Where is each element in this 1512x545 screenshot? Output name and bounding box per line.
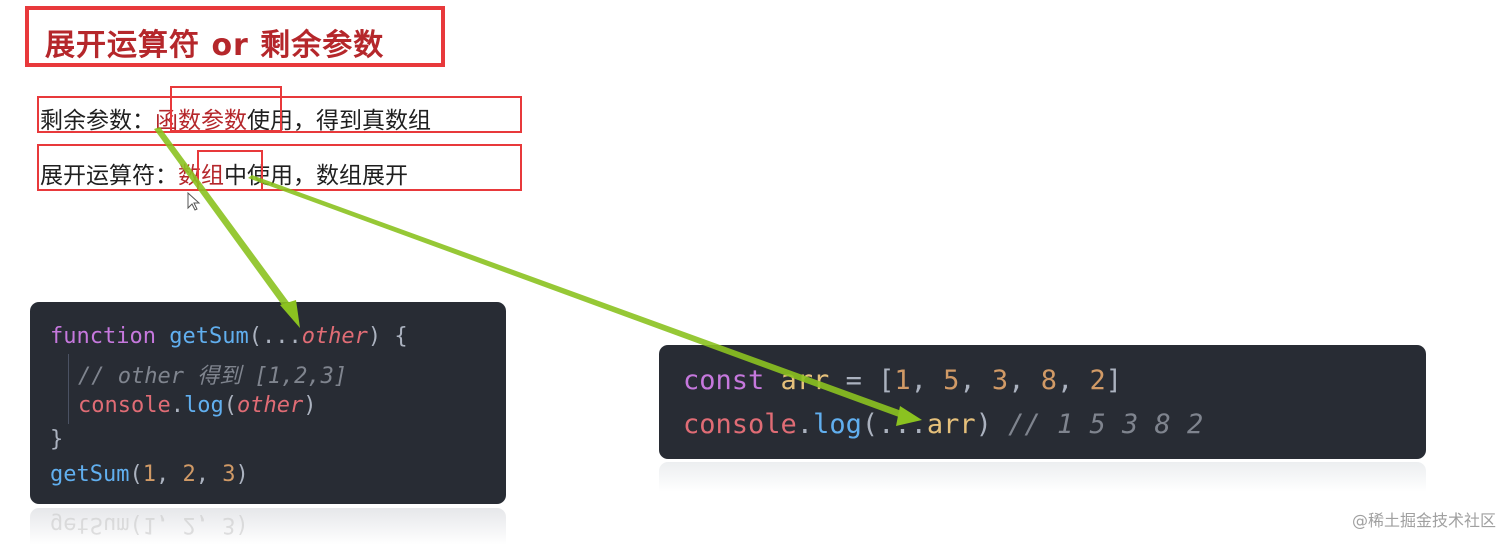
code-comment: // other 得到 [1,2,3]	[78, 364, 348, 389]
spread-arrow-shaft	[248, 175, 910, 420]
code-line: const arr = [1, 5, 3, 8, 2]	[683, 365, 1123, 396]
cursor-icon	[187, 192, 201, 211]
spread-code-block: const arr = [1, 5, 3, 8, 2] console.log(…	[659, 345, 1426, 459]
array-box	[197, 150, 263, 191]
spread-line-box	[37, 144, 522, 191]
function-param-box	[170, 86, 282, 132]
spread-label: 展开运算符：	[40, 163, 178, 189]
indent-guide	[68, 354, 69, 424]
rest-definition: 剩余参数：函数参数使用，得到真数组	[40, 101, 431, 135]
spread-arrow-head	[896, 406, 922, 426]
code-reflection	[30, 508, 506, 545]
code-line: console.log(other)	[78, 393, 317, 418]
title-box: 展开运算符 or 剩余参数	[25, 6, 445, 67]
code-line: console.log(...arr) // 1 5 3 8 2	[683, 409, 1204, 440]
rest-code-block: function getSum(...other) { // other 得到 …	[30, 302, 506, 504]
rest-tail: 使用，得到真数组	[247, 108, 431, 134]
watermark: @稀土掘金技术社区	[1351, 511, 1496, 530]
rest-arrow-head	[280, 300, 300, 328]
rest-line-box	[37, 96, 522, 133]
code-reflection	[659, 462, 1426, 492]
page-title: 展开运算符 or 剩余参数	[45, 28, 385, 63]
code-line: }	[50, 427, 64, 452]
rest-arrow-shaft	[154, 127, 296, 316]
code-line: getSum(1, 2, 3)	[50, 462, 249, 487]
rest-label: 剩余参数：	[40, 108, 155, 134]
code-line: function getSum(...other) {	[50, 324, 408, 349]
